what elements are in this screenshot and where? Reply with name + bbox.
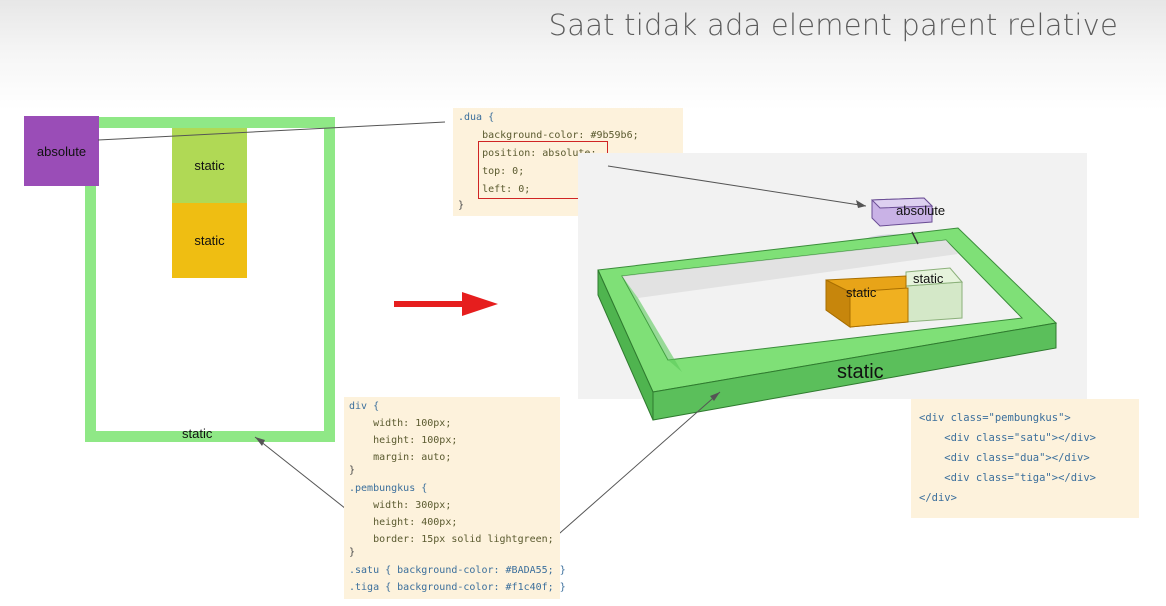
- frame-inner-wall: [622, 240, 958, 298]
- code-line: }: [349, 465, 356, 476]
- code-line: <div class="dua"></div>: [919, 452, 1090, 464]
- cube-dua-top: [870, 197, 934, 209]
- connector-line: [97, 121, 446, 141]
- code-line: .pembungkus {: [349, 483, 428, 494]
- frame-side-front: [652, 322, 1057, 421]
- static-box-green: static: [172, 128, 247, 203]
- arrowhead-icon: [710, 392, 720, 401]
- code-line: left: 0;: [458, 184, 531, 195]
- code-line: height: 100px;: [349, 435, 458, 446]
- code-line: top: 0;: [458, 166, 525, 177]
- code-line: <div class="pembungkus">: [919, 412, 1071, 424]
- slide-title: Saat tidak ada element parent relative: [548, 8, 1118, 42]
- code-line: width: 100px;: [349, 418, 452, 429]
- cube-satu-front: [905, 281, 963, 323]
- code-panel-css: div { width: 100px; height: 100px; margi…: [344, 397, 566, 599]
- absolute-box-purple: absolute: [24, 116, 99, 186]
- wrapper-box-2d: [85, 117, 335, 442]
- static-3d-label-wrapper: static: [837, 361, 884, 383]
- frame-inner-wall: [622, 276, 682, 372]
- code-line: <div class="satu"></div>: [919, 432, 1097, 444]
- connector-line: [607, 165, 867, 207]
- code-line: </div>: [919, 492, 957, 504]
- code-line: .tiga { background-color: #f1c40f; }: [349, 582, 566, 593]
- static-label: static: [194, 158, 225, 173]
- red-arrow-icon: [394, 292, 498, 316]
- connector-line: [911, 231, 919, 245]
- code-line: .dua {: [458, 112, 495, 123]
- connector-line: [551, 391, 721, 541]
- static-label: static: [194, 233, 225, 248]
- code-line: width: 300px;: [349, 500, 452, 511]
- wrapper-static-label: static: [182, 426, 213, 441]
- code-line: }: [458, 200, 465, 211]
- cube-tiga-front: [849, 287, 909, 328]
- code-line: <div class="tiga"></div>: [919, 472, 1097, 484]
- code-line: margin: auto;: [349, 452, 452, 463]
- static-3d-label-orange: static: [846, 285, 877, 300]
- absolute-3d-label: absolute: [896, 203, 945, 218]
- code-line: .satu { background-color: #BADA55; }: [349, 565, 566, 576]
- arrowhead-icon: [856, 200, 866, 208]
- code-line: height: 400px;: [349, 517, 458, 528]
- code-line: }: [349, 547, 356, 558]
- static-box-yellow: static: [172, 203, 247, 278]
- code-line: background-color: #9b59b6;: [458, 130, 639, 141]
- code-line: position: absolute;: [458, 148, 597, 159]
- absolute-label: absolute: [36, 143, 87, 159]
- arrowhead-icon: [255, 437, 265, 446]
- code-line: div {: [349, 401, 380, 412]
- code-panel-html: <div class="pembungkus"> <div class="sat…: [911, 399, 1139, 518]
- code-line: border: 15px solid lightgreen;: [349, 534, 554, 545]
- static-3d-label-small: static: [913, 271, 944, 286]
